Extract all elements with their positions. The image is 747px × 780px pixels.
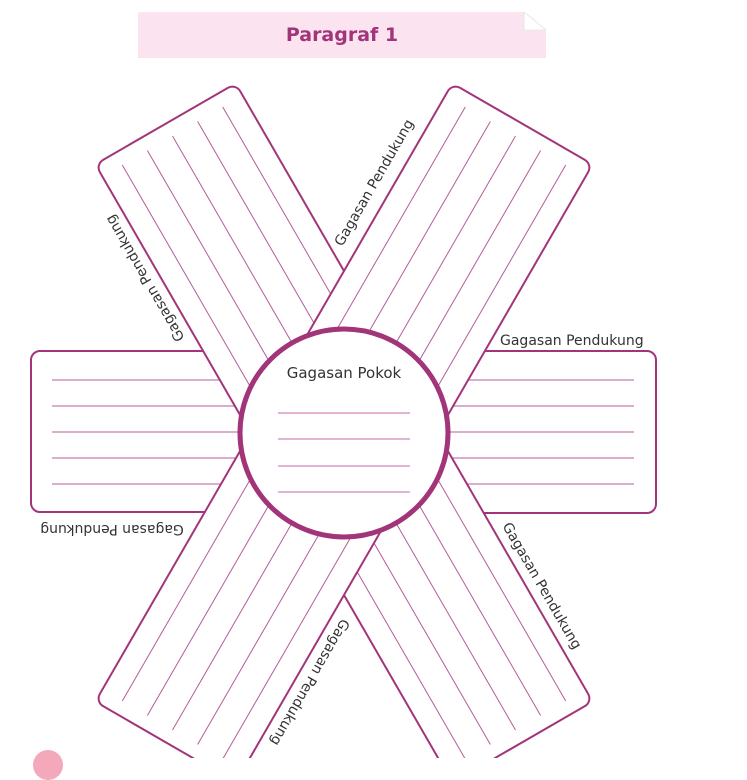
banner-shape	[138, 11, 547, 58]
center-circle	[237, 326, 451, 540]
title-banner: Paragraf 1	[138, 11, 547, 58]
arm-label-right: Gagasan Pendukung	[500, 333, 644, 349]
main-idea-circle: Gagasan Pokok	[237, 326, 451, 540]
main-idea-lines	[278, 412, 410, 493]
page-title: Paragraf 1	[285, 24, 399, 46]
idea-diagram: Gagasan Pokok Gagasan Pendukung Gagasan …	[30, 85, 657, 758]
arm-right	[427, 350, 657, 514]
decorative-circle	[33, 750, 63, 780]
main-idea-label: Gagasan Pokok	[287, 364, 402, 382]
arm-label-left: Gagasan Pendukung	[40, 521, 184, 537]
